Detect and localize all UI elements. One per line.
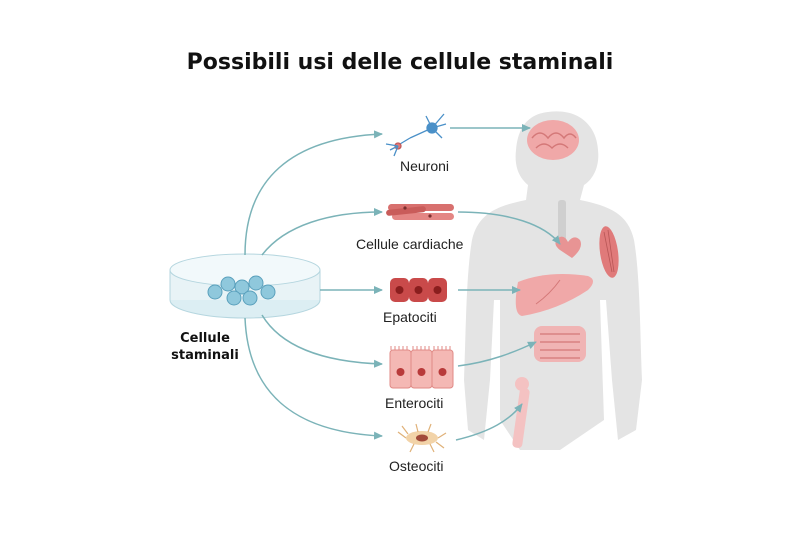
muscle-organ bbox=[599, 226, 619, 278]
osteocyte-illustration bbox=[397, 423, 447, 453]
enterocytes-illustration bbox=[389, 346, 454, 389]
arrow-osteociti-bone bbox=[455, 403, 523, 441]
label-neuroni: Neuroni bbox=[400, 158, 450, 174]
arrow-to-neuroni bbox=[244, 130, 383, 256]
arrow-to-enterociti bbox=[261, 314, 383, 368]
heart-organ bbox=[555, 236, 581, 258]
diagram-title: Possibili usi delle cellule staminali bbox=[186, 50, 614, 75]
label-cellule-cardiache: Cellule cardiache bbox=[356, 236, 464, 252]
stem-cells-label-line1: Cellule bbox=[180, 331, 230, 346]
liver-organ bbox=[515, 274, 593, 316]
stem-cells-cluster bbox=[207, 275, 276, 306]
arrow-to-osteociti bbox=[244, 317, 383, 440]
arrow-to-cardiache bbox=[261, 208, 383, 256]
hepatocytes-illustration bbox=[390, 278, 447, 302]
neuron-illustration bbox=[385, 113, 447, 157]
organ-arrows bbox=[450, 124, 561, 441]
label-osteociti: Osteociti bbox=[389, 458, 444, 474]
arrow-cardiache-heart bbox=[457, 211, 561, 245]
stem-cells-label: Cellule staminali bbox=[150, 330, 260, 364]
intestine-organ bbox=[534, 326, 586, 362]
label-epatociti: Epatociti bbox=[383, 309, 437, 325]
cardiac-cells-illustration bbox=[386, 204, 454, 220]
source-arrows bbox=[244, 130, 383, 440]
stem-cells-label-line2: staminali bbox=[171, 348, 239, 363]
label-enterociti: Enterociti bbox=[385, 395, 444, 411]
brain-organ bbox=[527, 120, 579, 160]
femur-bone bbox=[512, 377, 530, 448]
arrow-enterociti-intestine bbox=[457, 341, 537, 367]
